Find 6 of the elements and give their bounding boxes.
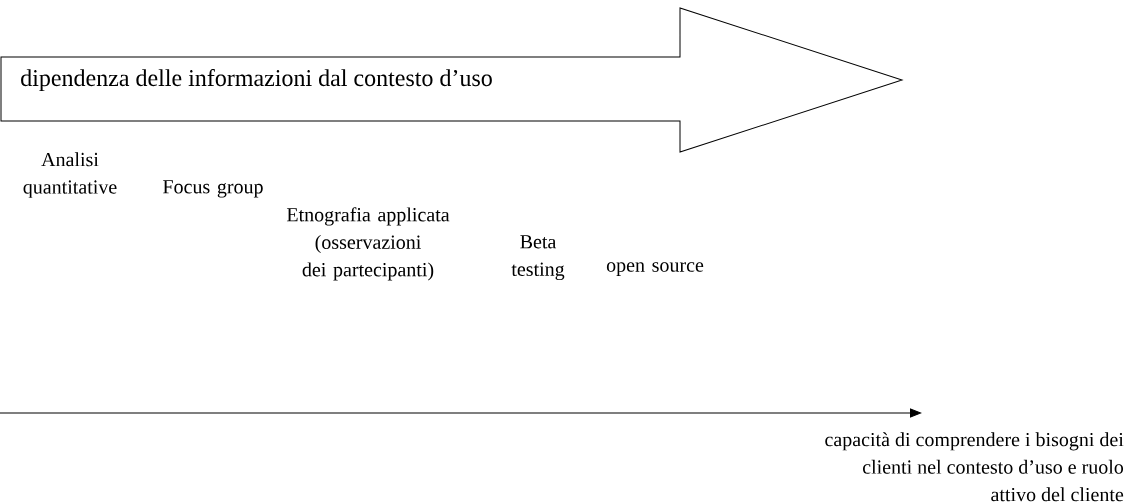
method-label: capacità di comprendere i bisogni dei clienti nel contesto d’uso e ruolo attivo del cliente: [825, 432, 1124, 502]
method-label: Etnografia applicata (osservazioni dei partecipanti): [286, 207, 450, 281]
method-label: Beta testing: [511, 235, 565, 281]
method-label: Focus group: [163, 180, 263, 198]
method-label: open source: [606, 262, 704, 276]
method-label: Analisi quantitative: [23, 152, 117, 198]
